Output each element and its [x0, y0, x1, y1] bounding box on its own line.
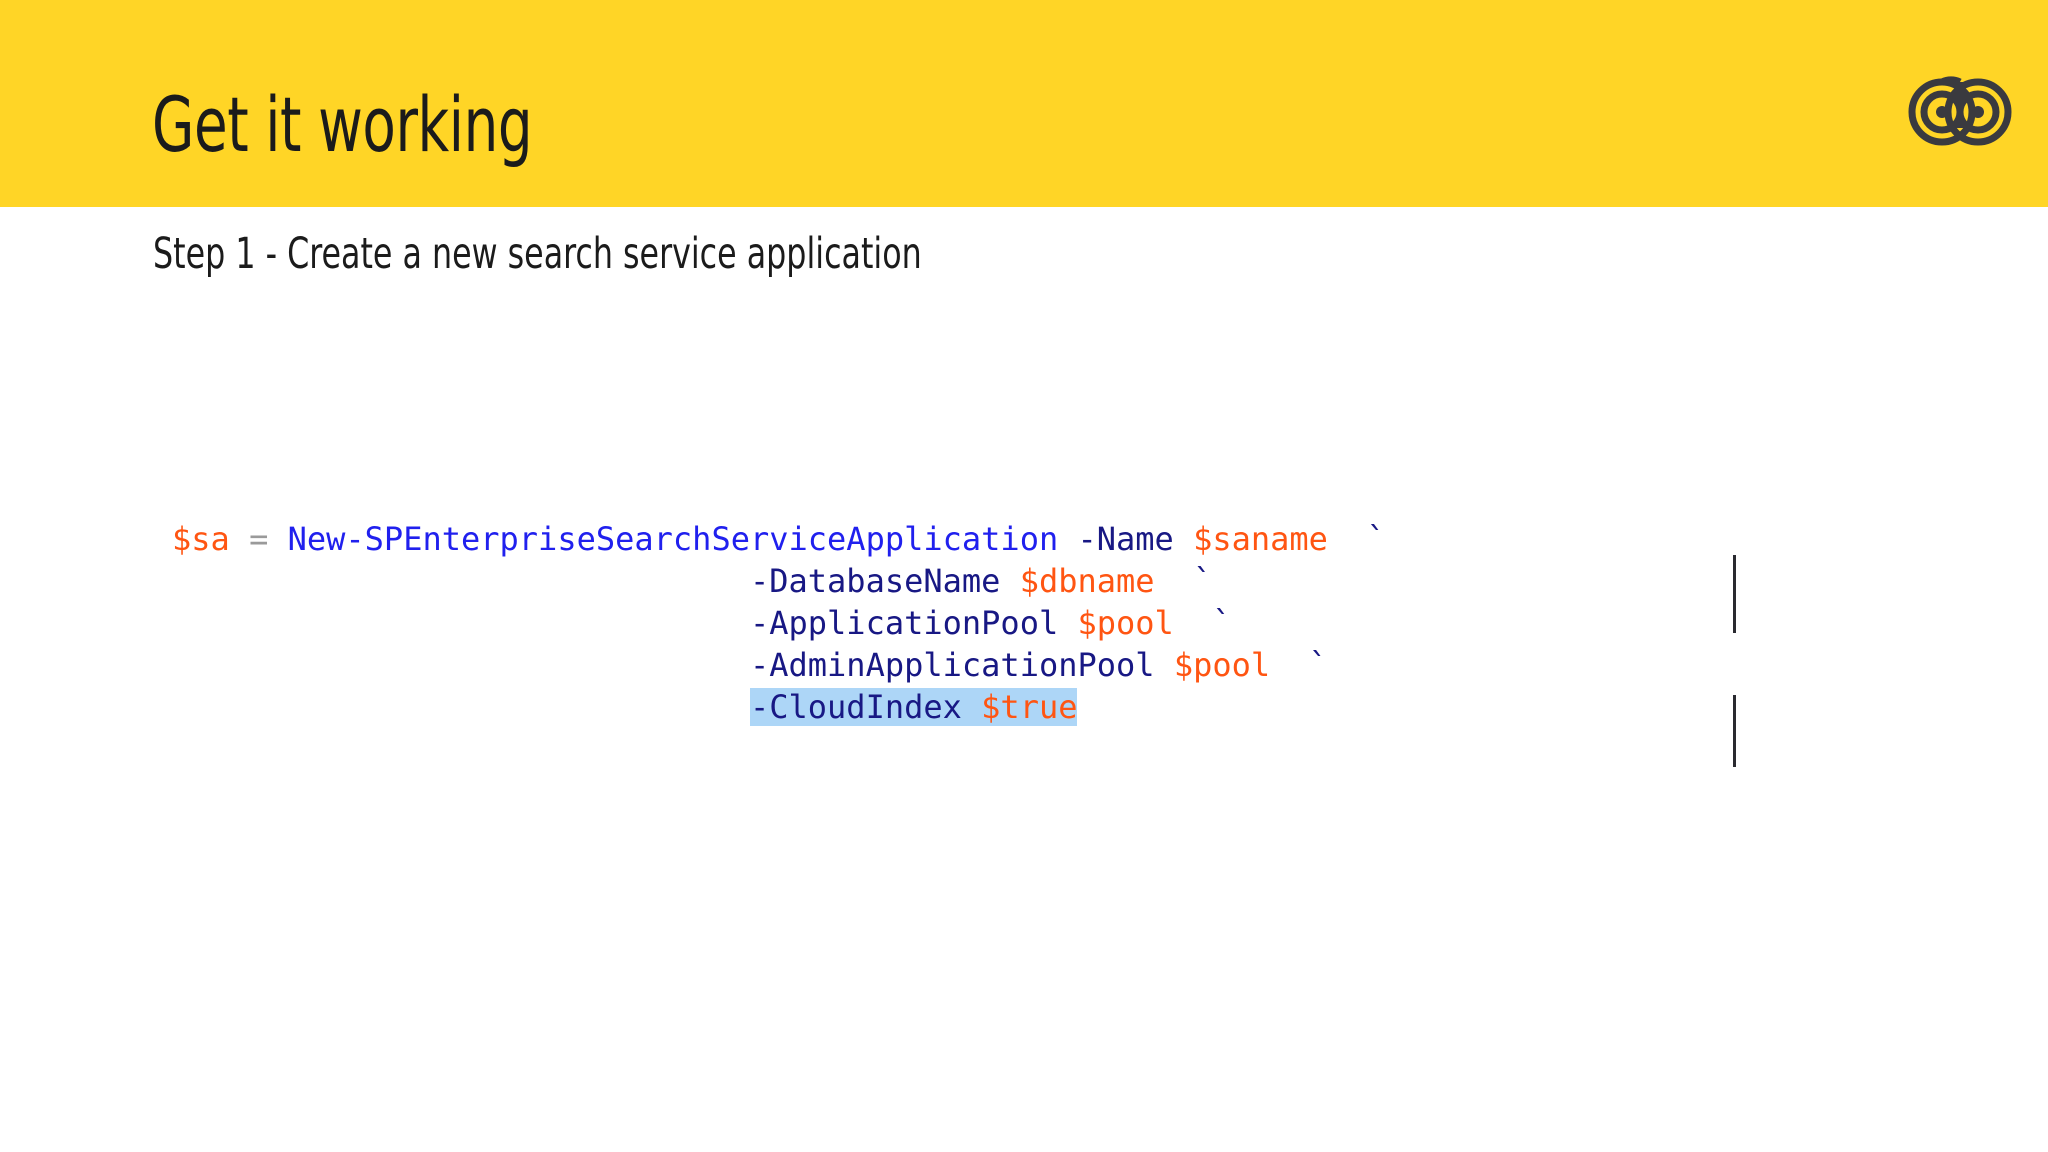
code-token-plain — [1058, 520, 1077, 558]
code-token-plain — [1058, 604, 1077, 642]
code-text: -ApplicationPool $pool ` — [750, 604, 1232, 642]
slide-header-band — [0, 0, 2048, 207]
code-token-tick: ` — [1308, 646, 1328, 684]
code-token-op: = — [249, 520, 269, 558]
code-indent — [172, 688, 750, 726]
code-token-cmdlet: New-SPEnterpriseSearchServiceApplication — [287, 520, 1059, 558]
code-token-plain — [230, 520, 249, 558]
code-indent — [172, 646, 750, 684]
code-token-param: -AdminApplicationPool — [749, 646, 1155, 684]
code-selected-text: -CloudIndex $true — [749, 688, 1078, 726]
code-line: $sa = New-SPEnterpriseSearchServiceAppli… — [172, 518, 1386, 560]
code-indent — [172, 562, 750, 600]
code-token-param: -Name — [1077, 520, 1174, 558]
code-token-param: -DatabaseName — [749, 562, 1001, 600]
page-title: Get it working — [152, 80, 533, 169]
code-token-plain — [1270, 646, 1309, 684]
code-token-plain — [268, 520, 287, 558]
code-line: -DatabaseName $dbname ` — [172, 560, 1386, 602]
stray-vertical-rule-top — [1733, 555, 1736, 633]
code-token-tick: ` — [1193, 562, 1213, 600]
code-line: -ApplicationPool $pool ` — [172, 602, 1386, 644]
code-token-plain — [1155, 562, 1194, 600]
code-token-param: -ApplicationPool — [749, 604, 1059, 642]
code-token-plain — [962, 688, 981, 726]
powershell-code-block: $sa = New-SPEnterpriseSearchServiceAppli… — [172, 518, 1386, 728]
code-token-var: $dbname — [1019, 562, 1155, 600]
code-token-var: $saname — [1193, 520, 1328, 558]
code-token-var: $true — [981, 688, 1078, 726]
code-token-plain — [1174, 604, 1213, 642]
code-token-tick: ` — [1366, 520, 1386, 558]
code-token-tick: ` — [1212, 604, 1232, 642]
code-line: -AdminApplicationPool $pool ` — [172, 644, 1386, 686]
code-token-plain — [1155, 646, 1174, 684]
code-line: -CloudIndex $true — [172, 686, 1386, 728]
code-text: -AdminApplicationPool $pool ` — [750, 646, 1328, 684]
double-spiral-logo — [1908, 68, 2012, 146]
step-subtitle: Step 1 - Create a new search service app… — [153, 229, 922, 279]
stray-vertical-rule-bottom — [1733, 695, 1736, 767]
code-token-plain — [1174, 520, 1193, 558]
code-text: $sa = New-SPEnterpriseSearchServiceAppli… — [172, 520, 1386, 558]
code-token-var: $pool — [1173, 646, 1271, 684]
code-token-var: $pool — [1077, 604, 1174, 642]
code-token-plain — [1000, 562, 1019, 600]
code-token-param: -CloudIndex — [749, 688, 962, 726]
code-text: -DatabaseName $dbname ` — [750, 562, 1212, 600]
code-indent — [172, 604, 750, 642]
code-token-plain — [1328, 520, 1367, 558]
code-token-var: $sa — [172, 520, 230, 558]
